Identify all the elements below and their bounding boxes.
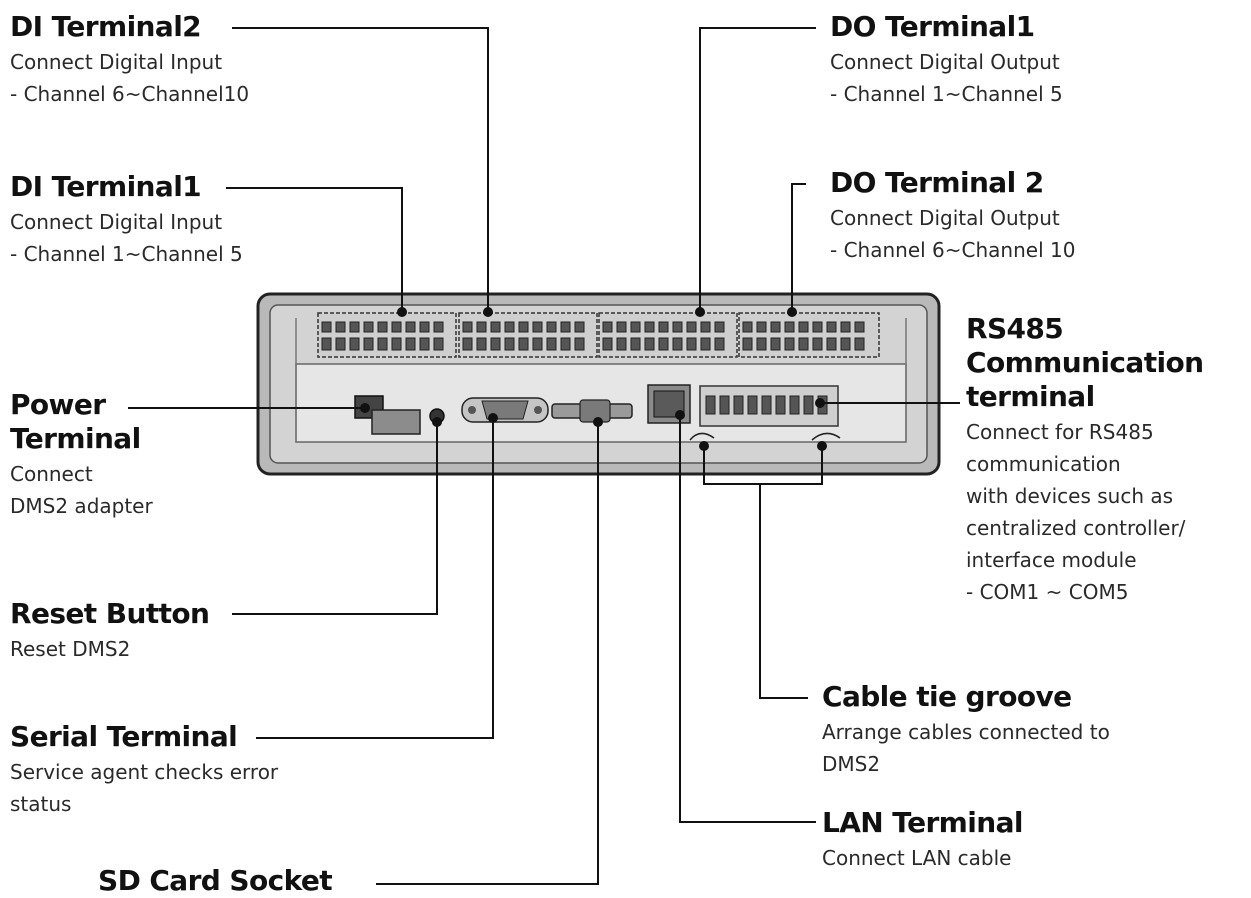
leader-cable-tie-groove — [759, 484, 808, 699]
serial-terminal-desc-line: status — [10, 792, 72, 816]
do-terminal2-title: DO Terminal 2 — [830, 166, 1044, 199]
dot-power-terminal — [360, 403, 370, 413]
dot-cable-tie-left — [699, 441, 709, 451]
do-terminal2-desc-line: - Channel 6~Channel 10 — [830, 238, 1076, 262]
rs485-title: Communication — [966, 346, 1204, 379]
power-terminal-desc-line: DMS2 adapter — [10, 494, 153, 518]
label-di-terminal1: DI Terminal1 Connect Digital Input - Cha… — [10, 170, 243, 270]
label-lan-terminal: LAN Terminal Connect LAN cable — [822, 806, 1023, 874]
label-reset-button: Reset Button Reset DMS2 — [10, 597, 210, 665]
rs485-desc-line: interface module — [966, 548, 1137, 572]
di-terminal1-title: DI Terminal1 — [10, 170, 202, 203]
rs485-desc-line: - COM1 ~ COM5 — [966, 580, 1129, 604]
dot-lan-terminal — [675, 410, 685, 420]
leader-do-terminal2 — [791, 183, 806, 312]
di-terminal2-title: DI Terminal2 — [10, 10, 202, 43]
rs485-desc-line: centralized controller/ — [966, 516, 1186, 540]
di-terminal-block-1 — [317, 312, 457, 358]
dot-do-terminal2 — [787, 307, 797, 317]
lan-terminal-title: LAN Terminal — [822, 806, 1023, 839]
leader-cable-tie-bracket — [703, 446, 823, 485]
rs485-title: RS485 — [966, 312, 1064, 345]
dot-reset-button — [432, 417, 442, 427]
di-terminal1-desc-line: Connect Digital Input — [10, 210, 223, 234]
dot-do-terminal1 — [695, 307, 705, 317]
cable-tie-groove-desc-line: DMS2 — [822, 752, 881, 776]
leader-di-terminal2 — [232, 27, 489, 312]
reset-button-title: Reset Button — [10, 597, 210, 630]
dot-sd-card-socket — [593, 417, 603, 427]
rs485-desc-line: Connect for RS485 — [966, 420, 1154, 444]
di-terminal2-desc-line: Connect Digital Input — [10, 50, 223, 74]
leader-sd-card-socket — [376, 422, 599, 885]
reset-button-desc-line: Reset DMS2 — [10, 637, 131, 661]
lan-terminal-desc-line: Connect LAN cable — [822, 846, 1012, 870]
serial-port — [461, 397, 549, 423]
dot-rs485-terminal — [815, 398, 825, 408]
rs485-desc-line: communication — [966, 452, 1121, 476]
label-power-terminal: Power Terminal Connect DMS2 adapter — [10, 388, 153, 522]
power-terminal-title: Power — [10, 388, 106, 421]
power-terminal-desc-line: Connect — [10, 462, 93, 486]
label-sd-card-socket: SD Card Socket — [98, 864, 333, 898]
power-terminal-title: Terminal — [10, 422, 141, 455]
do-terminal-block-2 — [738, 312, 880, 358]
cable-tie-groove-title: Cable tie groove — [822, 680, 1072, 713]
rs485-terminal-block — [699, 385, 839, 427]
leader-di-terminal1 — [226, 187, 403, 312]
serial-terminal-desc-line: Service agent checks error — [10, 760, 279, 784]
rs485-desc-line: with devices such as — [966, 484, 1174, 508]
label-do-terminal1: DO Terminal1 Connect Digital Output - Ch… — [830, 10, 1063, 110]
serial-terminal-title: Serial Terminal — [10, 720, 238, 753]
cable-tie-groove-desc-line: Arrange cables connected to — [822, 720, 1110, 744]
dot-di-terminal1 — [397, 307, 407, 317]
di-terminal-block-2 — [458, 312, 598, 358]
dot-serial-terminal — [488, 413, 498, 423]
do-terminal2-desc-line: Connect Digital Output — [830, 206, 1060, 230]
label-cable-tie-groove: Cable tie groove Arrange cables connecte… — [822, 680, 1110, 780]
leader-serial-terminal — [256, 418, 494, 739]
rs485-title: terminal — [966, 380, 1095, 413]
label-do-terminal2: DO Terminal 2 Connect Digital Output - C… — [830, 166, 1075, 266]
label-serial-terminal: Serial Terminal Service agent checks err… — [10, 720, 278, 820]
di-terminal1-desc-line: - Channel 1~Channel 5 — [10, 242, 243, 266]
cable-tie-grooves — [689, 432, 841, 441]
do-terminal1-desc-line: Connect Digital Output — [830, 50, 1060, 74]
sd-card-slot — [551, 399, 633, 423]
do-terminal1-desc-line: - Channel 1~Channel 5 — [830, 82, 1063, 106]
leader-reset-button — [232, 422, 438, 615]
dot-di-terminal2 — [483, 307, 493, 317]
do-terminal-block-1 — [598, 312, 738, 358]
do-terminal1-title: DO Terminal1 — [830, 10, 1035, 43]
dot-cable-tie-right — [817, 441, 827, 451]
leader-lan-terminal — [679, 415, 816, 823]
di-terminal2-desc-line: - Channel 6~Channel10 — [10, 82, 250, 106]
lan-port — [647, 384, 691, 424]
label-di-terminal2: DI Terminal2 Connect Digital Input - Cha… — [10, 10, 249, 110]
leader-do-terminal1 — [699, 27, 816, 312]
label-rs485-terminal: RS485 Communication terminal Connect for… — [966, 312, 1204, 608]
sd-card-socket-title: SD Card Socket — [98, 864, 333, 897]
